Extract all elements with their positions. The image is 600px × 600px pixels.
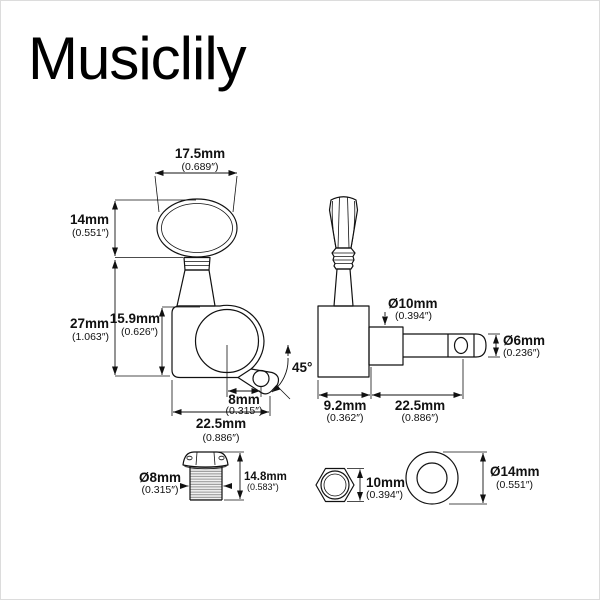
brand-logo: Musiclily [28, 25, 247, 92]
dim-bushing-dia-in: (0.315″) [142, 484, 179, 496]
dim-housing-width-in: (0.886″) [203, 432, 240, 444]
dim-washer-dia-mm: Ø14mm [490, 464, 540, 479]
front-view: 17.5mm (0.689″) 14mm (0.551″) 27mm (1.06… [70, 146, 312, 444]
dim-button-width-in: (0.689″) [182, 161, 219, 173]
shaft-base-step [368, 326, 404, 366]
dim-housing-height-in: (0.626″) [121, 326, 158, 338]
hex-nut [315, 467, 355, 503]
washer [405, 451, 459, 505]
dim-post-length-in: (0.886″) [402, 412, 439, 424]
dim-shaft-base-dia-mm: Ø10mm [388, 296, 438, 311]
dim-post-dia-mm: Ø6mm [503, 333, 545, 348]
dim-shaft-base-dia-in: (0.394″) [395, 310, 432, 322]
housing-front [171, 304, 265, 379]
button-collar-front [183, 256, 211, 271]
dim-nut-width-mm: 10mm [366, 475, 405, 490]
button-collar-side [331, 247, 356, 270]
dim-button-height-in: (0.551″) [72, 227, 109, 239]
dim-nut-width-in: (0.394″) [366, 489, 403, 501]
bushing-threads [190, 466, 222, 500]
side-dimensions: Ø10mm (0.394″) Ø6mm (0.236″) 9.2mm (0.36… [317, 296, 545, 424]
bushing [182, 451, 229, 501]
string-post [403, 333, 487, 358]
shaft-side [333, 268, 354, 307]
string-hole [453, 336, 469, 355]
dim-housing-width-mm: 22.5mm [196, 416, 246, 431]
dim-tab-angle: 45° [292, 360, 312, 375]
dim-overall-height-mm: 27mm [70, 316, 109, 331]
bushing-dimensions: Ø8mm (0.315″) 14.8mm (0.583″) [139, 451, 287, 501]
tuner-button-front-inner [161, 203, 233, 253]
dim-button-width-mm: 17.5mm [175, 146, 225, 161]
washer-dimensions: Ø14mm (0.551″) [443, 451, 540, 505]
dim-screw-offset-mm: 8mm [228, 392, 260, 407]
dim-overall-height-in: (1.063″) [72, 331, 109, 343]
shaft-front [176, 269, 216, 307]
dim-housing-depth-mm: 9.2mm [324, 398, 367, 413]
screw-hole [252, 369, 270, 388]
dim-housing-depth-in: (0.362″) [327, 412, 364, 424]
nut-dimensions: 10mm (0.394″) [347, 468, 405, 502]
dim-bushing-dia-mm: Ø8mm [139, 470, 181, 485]
dim-bushing-height-mm: 14.8mm [244, 471, 287, 483]
dim-button-height-mm: 14mm [70, 212, 109, 227]
housing-side [317, 305, 370, 378]
side-view: Ø10mm (0.394″) Ø6mm (0.236″) 9.2mm (0.36… [317, 196, 545, 424]
dim-post-dia-in: (0.236″) [503, 347, 540, 359]
mount-tab [237, 368, 280, 395]
tuner-button-side [328, 196, 359, 249]
dim-post-length-mm: 22.5mm [395, 398, 445, 413]
hardware-parts: Ø8mm (0.315″) 14.8mm (0.583″) 10mm (0.39… [139, 451, 540, 505]
tuner-button-front [156, 198, 238, 258]
bushing-head [182, 451, 229, 468]
front-dimensions: 17.5mm (0.689″) 14mm (0.551″) 27mm (1.06… [70, 146, 312, 444]
dim-washer-dia-in: (0.551″) [496, 479, 533, 491]
dim-bushing-height-in: (0.583″) [247, 482, 279, 492]
dim-housing-height-mm: 15.9mm [110, 311, 160, 326]
